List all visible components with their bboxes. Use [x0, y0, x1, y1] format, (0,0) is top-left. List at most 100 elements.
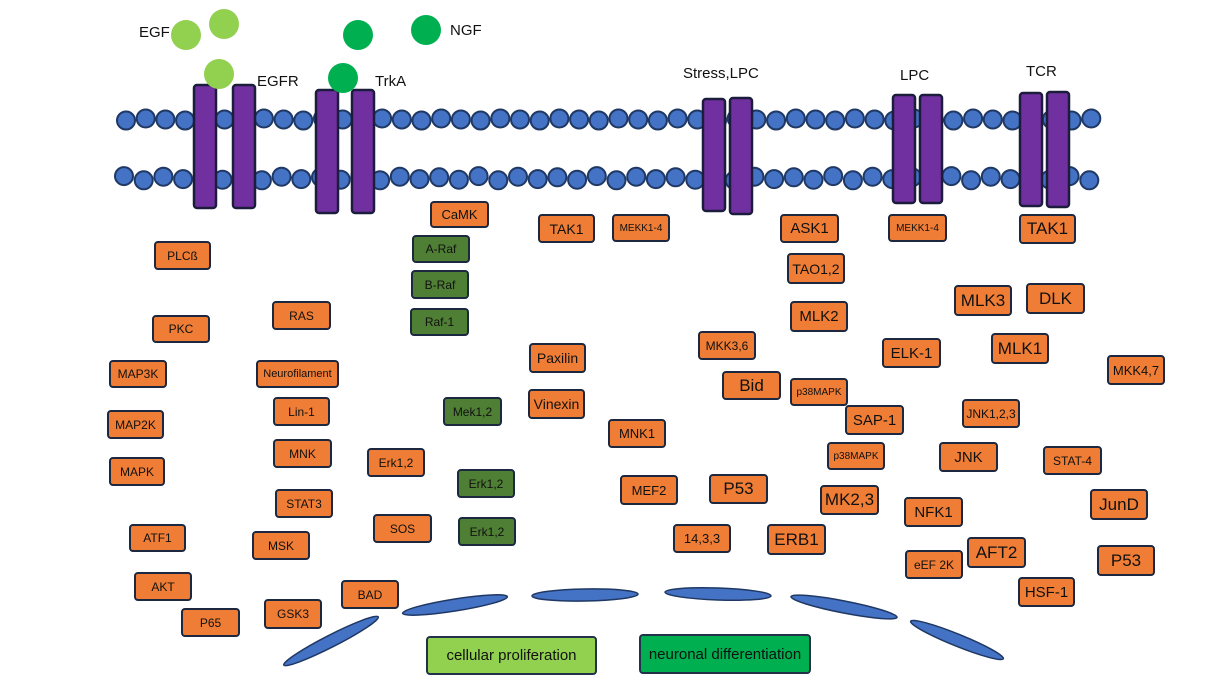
nucleus-envelope-segment	[282, 615, 380, 667]
membrane-bead	[293, 110, 314, 131]
membrane-bead	[155, 109, 176, 130]
node-p65: P65	[181, 608, 240, 637]
membrane-bead	[864, 109, 885, 130]
membrane-bead	[764, 169, 785, 190]
node-erk12-green-b: Erk1,2	[458, 517, 516, 546]
node-mk23: MK2,3	[820, 485, 879, 515]
membrane-bead	[135, 108, 156, 129]
node-mapk: MAPK	[109, 457, 165, 486]
lpc-receptor-left	[891, 93, 917, 205]
node-mnk1: MNK1	[608, 419, 666, 448]
membrane-bead	[271, 166, 292, 187]
node-pkc: PKC	[152, 315, 210, 343]
lpc-receptor-right	[918, 93, 944, 205]
stress-lpc-label: Stress,LPC	[683, 65, 759, 82]
membrane-bead	[862, 166, 883, 187]
node-camk: CaMK	[430, 201, 489, 228]
nucleus-envelope-segment	[664, 586, 772, 602]
membrane-bead	[470, 110, 491, 131]
node-mkk47: MKK4,7	[1107, 355, 1165, 385]
membrane-bead	[665, 167, 686, 188]
membrane-inner-leaflet	[114, 166, 1100, 191]
membrane-bead	[1079, 170, 1100, 191]
node-nfk1: NFK1	[904, 497, 963, 527]
membrane-bead	[409, 169, 430, 190]
node-lin1: Lin-1	[273, 397, 330, 426]
node-jund: JunD	[1090, 489, 1148, 520]
membrane-bead	[567, 169, 588, 190]
membrane-bead	[490, 108, 511, 129]
membrane-bead	[1081, 108, 1102, 129]
node-aft2: AFT2	[967, 537, 1026, 568]
membrane-bead	[685, 169, 706, 190]
node-akt: AKT	[134, 572, 192, 601]
membrane-bead	[527, 169, 548, 190]
lpc-label: LPC	[900, 67, 930, 84]
node-vinexin: Vinexin	[528, 389, 585, 419]
node-plcb: PLCß	[154, 241, 211, 270]
trka-receptor-right	[350, 88, 376, 215]
membrane-bead	[510, 109, 530, 130]
membrane-bead	[645, 169, 666, 190]
membrane-bead	[549, 108, 570, 129]
membrane-bead	[803, 169, 824, 190]
node-mkk36: MKK3,6	[698, 331, 756, 360]
membrane-bead	[980, 166, 1001, 187]
membrane-bead	[468, 166, 489, 187]
ngf-ligand	[328, 63, 358, 93]
membrane-bead	[805, 109, 826, 130]
trka-receptor-left	[314, 88, 340, 215]
membrane-bead	[508, 166, 528, 187]
node-bad: BAD	[341, 580, 399, 609]
node-mef2: MEF2	[620, 475, 678, 505]
membrane-bead	[785, 108, 806, 129]
node-paxilin: Paxilin	[529, 343, 586, 373]
tcr-receptor-right	[1045, 90, 1071, 209]
receptors-layer	[192, 83, 1071, 216]
membrane-bead	[273, 109, 294, 130]
node-neurofilament: Neurofilament	[256, 360, 339, 388]
membrane-bead	[173, 169, 194, 190]
membrane-bead	[647, 110, 668, 131]
membrane-bead	[488, 170, 509, 191]
membrane-bead	[429, 167, 450, 188]
membrane-bead	[783, 167, 804, 188]
outcome-neuronal-differentiation: neuronal differentiation	[639, 634, 811, 674]
egfr-receptor-right	[231, 83, 257, 210]
node-p53-mid: P53	[709, 474, 768, 504]
membrane-bead	[626, 166, 647, 187]
node-tao12: TAO1,2	[787, 253, 845, 284]
tcr-receptor-left	[1018, 91, 1044, 208]
node-gsk3: GSK3	[264, 599, 322, 629]
membrane-bead	[842, 170, 863, 191]
node-erk12-orange: Erk1,2	[367, 448, 425, 477]
membrane-bead	[372, 108, 393, 129]
membrane-bead	[588, 110, 609, 131]
membrane-bead	[1000, 169, 1021, 190]
node-elk1: ELK-1	[882, 338, 941, 368]
membrane-bead	[391, 109, 412, 130]
node-p53-right: P53	[1097, 545, 1155, 576]
node-ask1: ASK1	[780, 214, 839, 243]
membrane-bead	[943, 110, 964, 131]
node-tak1-right: TAK1	[1019, 214, 1076, 244]
ligands-layer	[171, 9, 441, 93]
tcr-label: TCR	[1026, 63, 1057, 80]
membrane-bead	[941, 166, 962, 187]
membrane-bead	[448, 169, 469, 190]
node-bid: Bid	[722, 371, 781, 400]
membrane-bead	[214, 109, 235, 130]
membrane-bead	[608, 108, 629, 129]
membrane-bead	[291, 169, 312, 190]
node-eef2k: eEF 2K	[905, 550, 963, 579]
membrane-bead	[153, 166, 174, 187]
nucleus-envelope-segment	[909, 619, 1005, 661]
membrane-bead	[450, 109, 471, 130]
membrane-bead	[253, 108, 274, 129]
node-14-3-3: 14,3,3	[673, 524, 731, 553]
node-mlk2: MLK2	[790, 301, 848, 332]
egfr-label: EGFR	[257, 73, 299, 90]
node-sos: SOS	[373, 514, 432, 543]
node-jnk123: JNK1,2,3	[962, 399, 1020, 428]
